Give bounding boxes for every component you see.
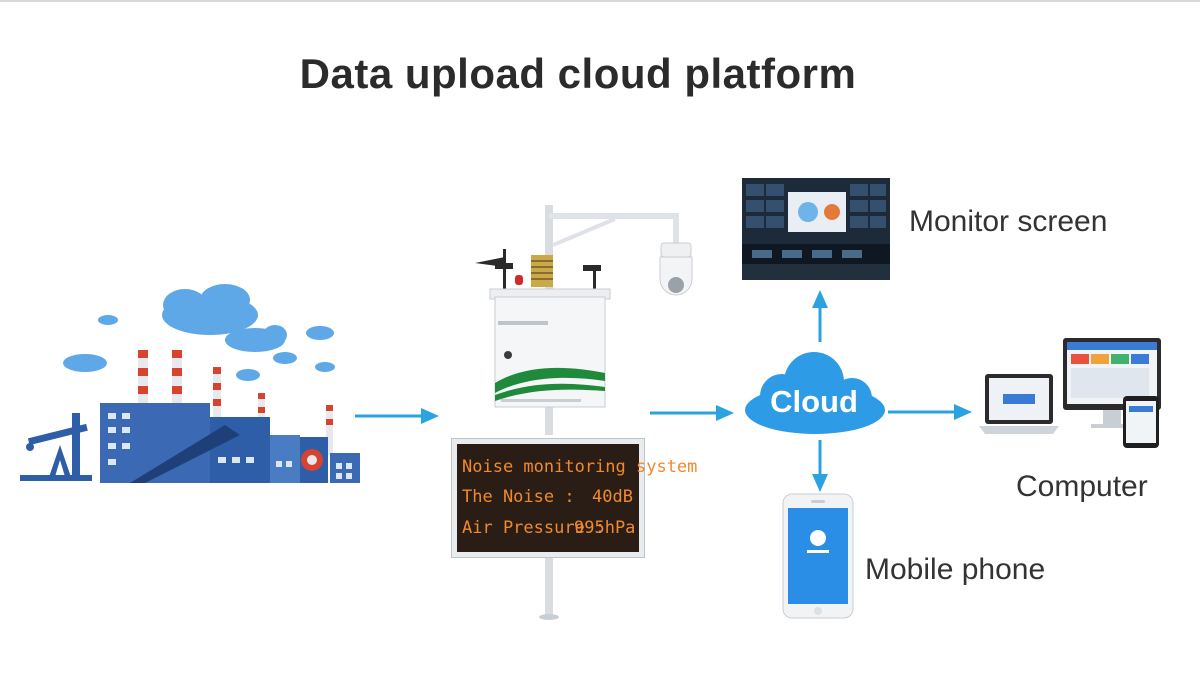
display-title: Noise monitoring system (462, 457, 698, 477)
factory-buildings (100, 403, 360, 483)
monitor-wall-image (742, 178, 890, 280)
computer-icon (979, 338, 1161, 448)
cloud-icon (745, 352, 885, 434)
factory-illustration (20, 284, 360, 483)
mobile-phone-icon (782, 493, 854, 619)
cloud-label: Cloud (770, 384, 858, 419)
arrow-up-icon (812, 290, 828, 342)
monitoring-station (475, 205, 693, 620)
computer-label: Computer (1016, 470, 1148, 503)
arrow-right-icon (355, 408, 439, 424)
display-noise-value: 40dB (592, 487, 633, 507)
arrow-right-icon (650, 405, 734, 421)
smoke-clouds (63, 284, 335, 381)
page-title: Data upload cloud platform (299, 50, 857, 97)
arrow-right-icon (888, 404, 972, 420)
led-display: Noise monitoring system The Noise : 40dB… (452, 439, 697, 557)
display-noise-label: The Noise : (462, 487, 575, 507)
top-divider (0, 0, 1200, 2)
camera-icon (659, 242, 693, 296)
arrow-down-icon (812, 440, 828, 492)
mobile-phone-label: Mobile phone (865, 553, 1046, 586)
display-pressure-label: Air Pressure : (462, 518, 606, 538)
weather-sensor-icon (475, 249, 601, 289)
display-pressure-value: 995hPa (574, 518, 636, 538)
oil-pump (20, 413, 92, 481)
monitor-screen-label: Monitor screen (909, 205, 1108, 238)
